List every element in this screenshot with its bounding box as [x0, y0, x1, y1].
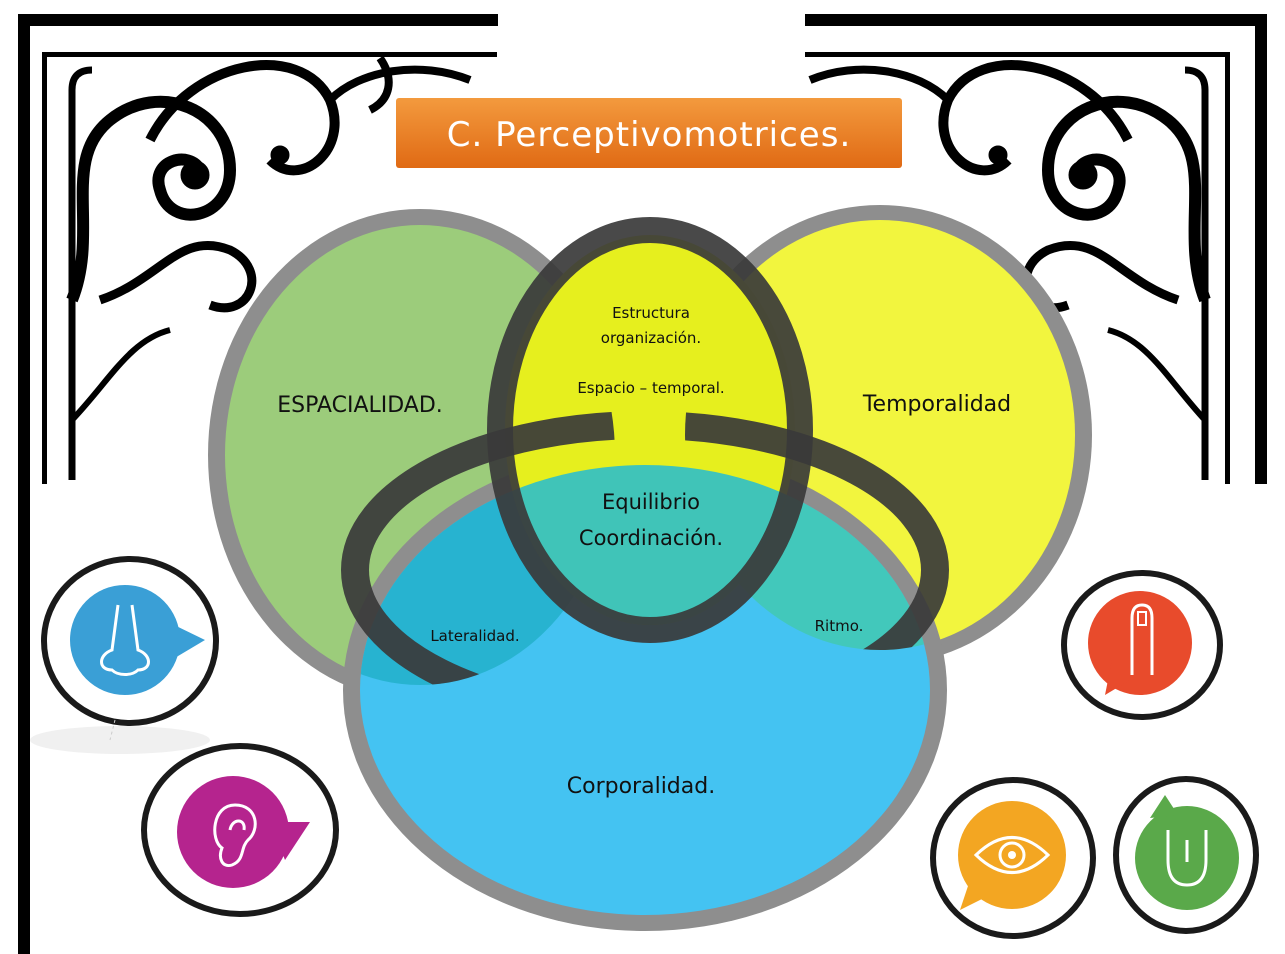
- label-espacio-temporal: Espacio – temporal.: [577, 379, 724, 397]
- label-ritmo: Ritmo.: [815, 617, 864, 635]
- tongue-icon: [1113, 776, 1259, 934]
- finger-icon: [1061, 570, 1223, 720]
- title-banner: C. Perceptivomotrices.: [396, 98, 902, 168]
- label-estructura: Estructura: [612, 304, 690, 322]
- label-equilibrio: Equilibrio: [602, 490, 700, 514]
- label-temporalidad: Temporalidad: [862, 392, 1011, 417]
- ornament-left: [18, 14, 498, 954]
- label-coordinacion: Coordinación.: [579, 526, 723, 550]
- ornament-right: [805, 14, 1267, 484]
- label-organizacion: organización.: [601, 329, 701, 347]
- nose-icon: [30, 556, 219, 754]
- label-corporalidad: Corporalidad.: [567, 774, 715, 799]
- eye-icon: [930, 777, 1096, 939]
- label-lateralidad: Lateralidad.: [430, 627, 519, 645]
- label-espacialidad: ESPACIALIDAD.: [277, 393, 443, 418]
- diagram-title: C. Perceptivomotrices.: [447, 115, 852, 155]
- intersection-rings: [341, 217, 949, 685]
- ear-icon: [141, 743, 339, 917]
